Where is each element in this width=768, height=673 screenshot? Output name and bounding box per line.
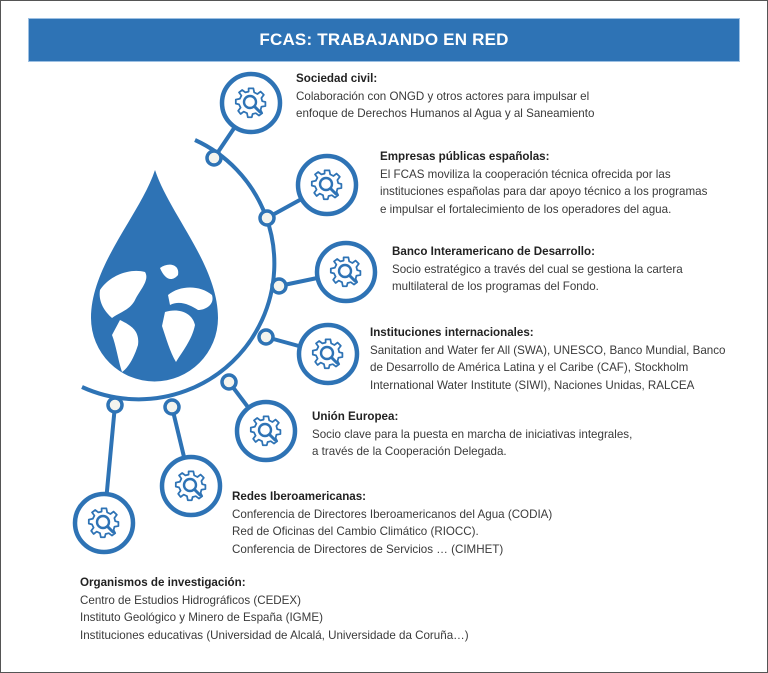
item-bid: Banco Interamericano de Desarrollo: Soci… — [392, 243, 683, 296]
node-dot — [270, 277, 288, 295]
page-title: FCAS: TRABAJANDO EN RED — [28, 18, 740, 62]
node-dot — [205, 149, 223, 167]
item-line: de Desarrollo de América Latina y el Car… — [370, 361, 689, 375]
item-title: Organismos de investigación: — [80, 576, 246, 589]
item-instituciones-internacionales: Instituciones internacionales: Sanitatio… — [370, 324, 725, 394]
node-dot — [163, 398, 181, 416]
item-title: Redes Iberoamericanas: — [232, 490, 367, 503]
item-line: Conferencia de Directores Iberoamericano… — [232, 507, 553, 521]
item-redes-iberoamericanas: Redes Iberoamericanas: Conferencia de Di… — [232, 488, 552, 558]
item-line: Red de Oficinas del Cambio Climático (RI… — [232, 525, 479, 539]
item-line: Conferencia de Directores de Servicios …… — [232, 542, 504, 556]
gear-search-icon — [159, 454, 223, 518]
item-title: Instituciones internacionales: — [370, 326, 534, 339]
item-line: instituciones españolas para dar apoyo t… — [380, 185, 708, 199]
gear-search-icon — [234, 399, 298, 463]
item-organismos-investigacion: Organismos de investigación: Centro de E… — [80, 574, 469, 644]
node-dot — [257, 328, 275, 346]
item-line: Centro de Estudios Hidrográficos (CEDEX) — [80, 593, 302, 607]
gear-search-icon — [314, 240, 378, 304]
item-title: Unión Europea: — [312, 410, 399, 423]
node-dot — [258, 209, 276, 227]
item-title: Banco Interamericano de Desarrollo: — [392, 245, 595, 258]
node-dot — [220, 373, 238, 391]
item-title: Empresas públicas españolas: — [380, 150, 550, 163]
item-line: Socio clave para la puesta en marcha de … — [312, 427, 633, 441]
item-union-europea: Unión Europea: Socio clave para la puest… — [312, 408, 632, 461]
gear-search-icon — [219, 71, 283, 135]
gear-search-icon — [296, 322, 360, 386]
network-arc — [81, 138, 277, 402]
item-line: International Water Institute (SIWI), Na… — [370, 378, 695, 392]
item-title: Sociedad civil: — [296, 72, 378, 85]
item-line: a través de la Cooperación Delegada. — [312, 445, 507, 459]
item-line: Instituciones educativas (Universidad de… — [80, 628, 469, 642]
item-empresas-publicas: Empresas públicas españolas: El FCAS mov… — [380, 148, 707, 218]
item-line: El FCAS moviliza la cooperación técnica … — [380, 167, 671, 181]
item-line: enfoque de Derechos Humanos al Agua y al… — [296, 107, 595, 121]
item-line: Colaboración con ONGD y otros actores pa… — [296, 89, 590, 103]
item-line: e impulsar el fortalecimiento de los ope… — [380, 202, 672, 216]
water-drop-globe-icon — [91, 170, 218, 382]
node-dot — [106, 396, 124, 414]
item-line: Socio estratégico a través del cual se g… — [392, 262, 683, 276]
item-line: Sanitation and Water fer All (SWA), UNES… — [370, 343, 726, 357]
gear-search-icon — [295, 153, 359, 217]
item-line: Instituto Geológico y Minero de España (… — [80, 611, 323, 625]
item-sociedad-civil: Sociedad civil: Colaboración con ONGD y … — [296, 70, 594, 123]
gear-search-icon — [72, 491, 136, 555]
item-line: multilateral de los programas del Fondo. — [392, 280, 599, 294]
